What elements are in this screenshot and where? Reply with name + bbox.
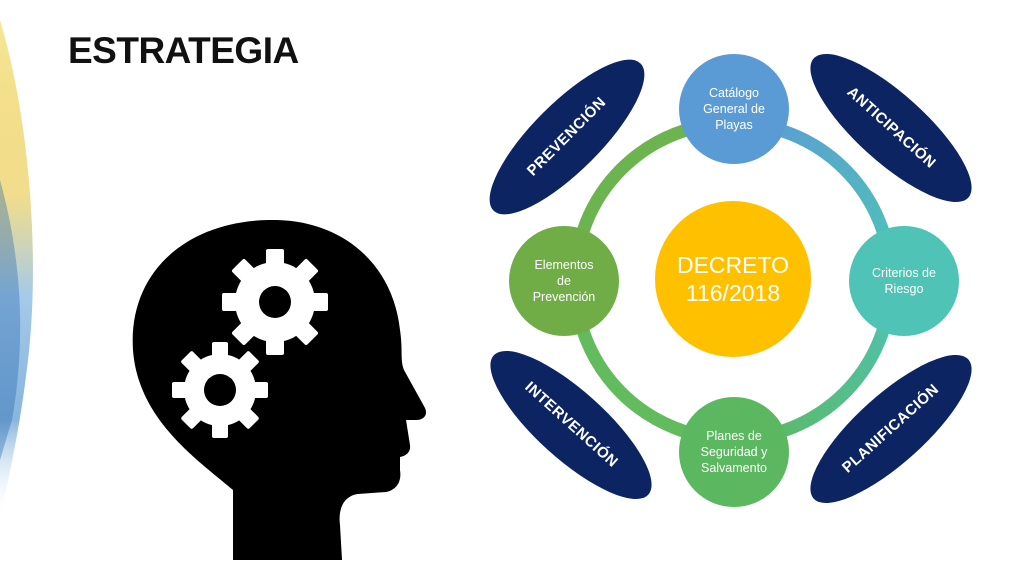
center-node: DECRETO 116/2018 [655, 201, 811, 357]
pill-prevencion: PREVENCIÓN [489, 59, 645, 215]
node-elementos: Elementos de Prevención [509, 226, 619, 336]
slide-title: ESTRATEGIA [68, 30, 299, 71]
node-criterios: Criterios de Riesgo [849, 226, 959, 336]
decorative-swoosh [0, 20, 33, 520]
pill-anticipacion: ANTICIPACIÓN [810, 53, 972, 203]
pill-intervencion: INTERVENCIÓN [490, 350, 652, 500]
node-planes: Planes de Seguridad y Salvamento [679, 397, 789, 507]
pill-planificacion: PLANIFICACIÓN [810, 354, 972, 504]
node-catalogo: Catálogo General de Playas [679, 54, 789, 164]
head-with-gears-icon [132, 220, 426, 560]
